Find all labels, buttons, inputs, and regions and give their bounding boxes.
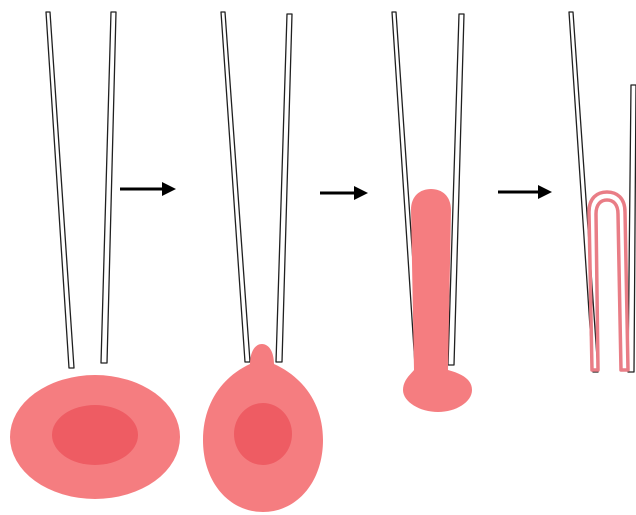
- pipette-right-wall: [101, 12, 116, 363]
- pipette-left-wall: [569, 12, 598, 372]
- stage-initial-cell: [10, 12, 180, 499]
- pipette: [46, 12, 116, 368]
- pipette: [221, 12, 292, 362]
- cell-core: [52, 405, 138, 465]
- cell-core: [234, 403, 292, 465]
- arrow-2-to-3: [320, 186, 368, 200]
- red-cell: [403, 189, 472, 412]
- pipette-right-wall: [448, 14, 464, 365]
- stage-bulge-entering: [203, 12, 323, 512]
- pipette-right-wall: [628, 85, 636, 372]
- arrow-1-to-2: [120, 182, 176, 196]
- pipette-left-wall: [221, 12, 250, 362]
- stage-membrane-only: [569, 12, 636, 372]
- stage-tongue-aspirated: [392, 12, 472, 412]
- red-cell: [10, 375, 180, 499]
- red-cell: [203, 344, 323, 512]
- pipette-left-wall: [46, 12, 74, 368]
- cell-tongue-and-body: [403, 189, 472, 412]
- arrow-3-to-4: [498, 185, 552, 199]
- pipette-right-wall: [276, 14, 292, 362]
